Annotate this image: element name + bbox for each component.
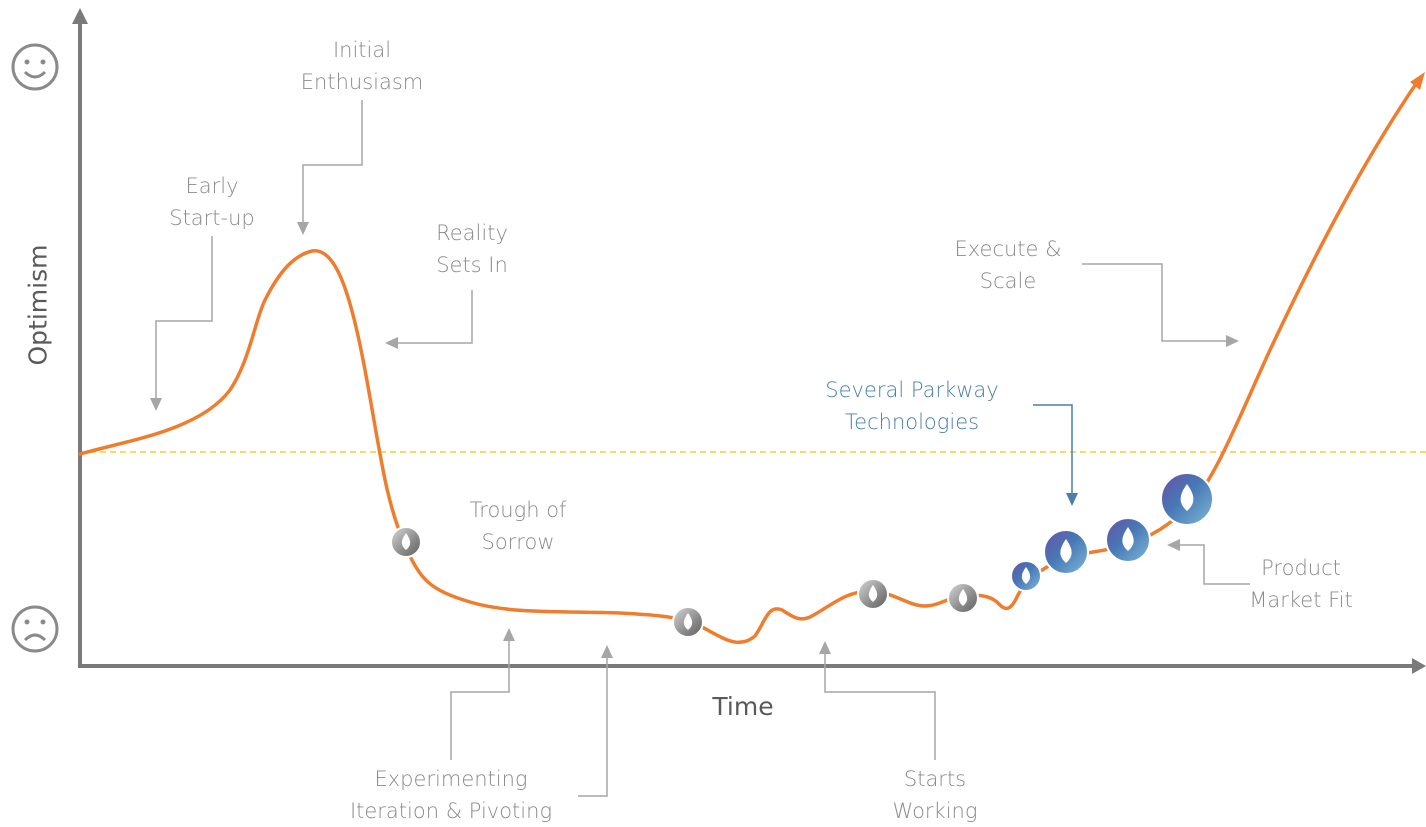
x-axis xyxy=(78,658,1426,674)
parkway-drop-logo-icon xyxy=(1160,472,1214,526)
parkway-drop-logo-icon xyxy=(857,578,889,610)
parkway-drop-logo-icon xyxy=(1010,560,1042,592)
stage-label-execute-scale: Execute &Scale xyxy=(954,237,1062,293)
callout-reality-sets-in xyxy=(385,290,473,349)
callout-execute-scale xyxy=(1082,263,1239,347)
y-axis xyxy=(72,8,88,667)
callout-iteration-pivoting xyxy=(578,645,613,797)
curve-arrowhead xyxy=(1410,72,1425,90)
sad-face-icon xyxy=(11,605,59,653)
parkway-drop-logo-icon xyxy=(390,526,422,558)
callout-starts-working xyxy=(819,641,936,760)
y-axis-label: Optimism xyxy=(23,244,53,366)
callout-parkway xyxy=(1033,404,1078,506)
parkway-drop-logo-icon xyxy=(672,606,704,638)
parkway-drop-logo-icon xyxy=(1105,517,1151,563)
parkway-drop-logo-icon xyxy=(1043,529,1089,575)
callout-early-startup xyxy=(150,236,213,411)
callout-experimenting xyxy=(450,628,515,760)
happy-face-icon xyxy=(11,43,59,91)
x-axis-label: Time xyxy=(712,692,774,721)
parkway-drop-logo-icon xyxy=(947,582,979,614)
callout-product-market-fit xyxy=(1167,539,1250,585)
callout-initial-enthusiasm xyxy=(297,100,363,235)
